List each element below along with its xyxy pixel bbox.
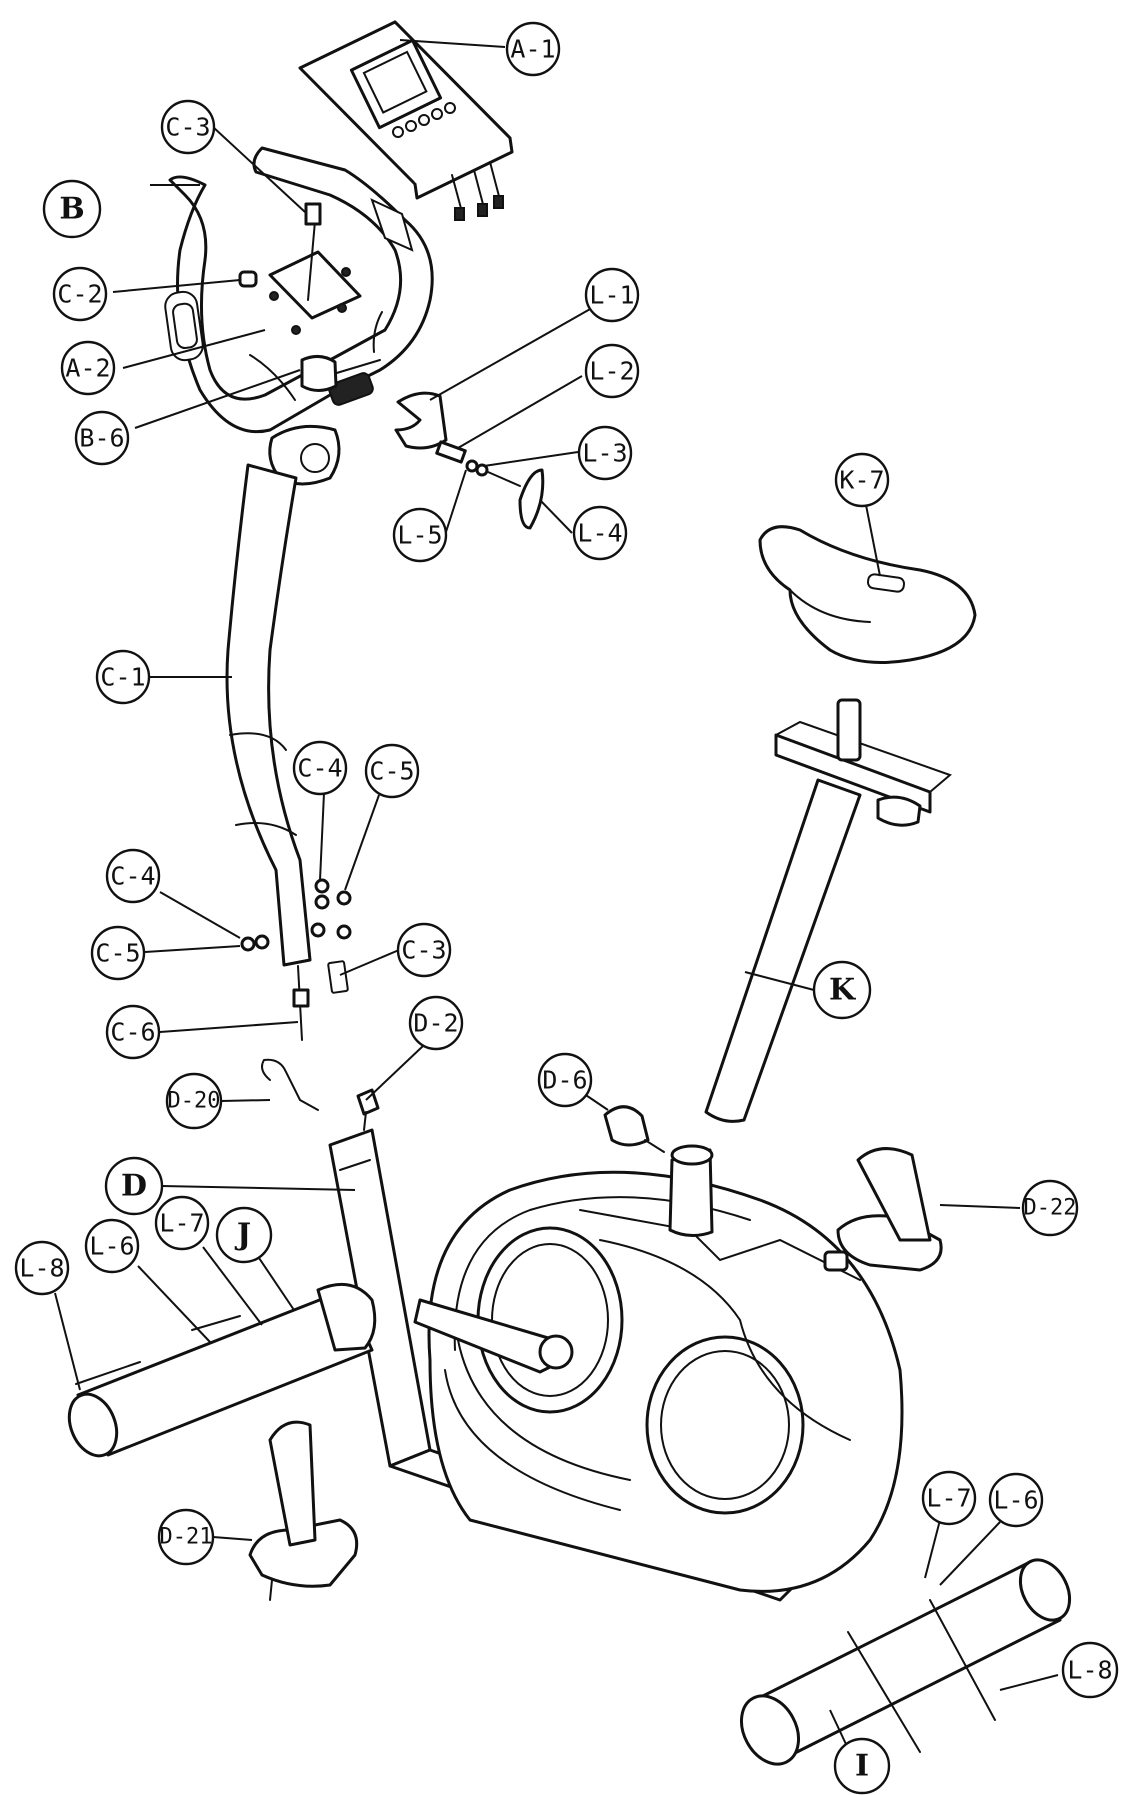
svg-text:D-20: D-20 <box>168 1089 221 1114</box>
callout-l8-right: L-8 <box>1061 1641 1119 1699</box>
svg-text:L-8: L-8 <box>19 1254 64 1283</box>
svg-text:L-7: L-7 <box>159 1209 204 1238</box>
callout-j: J <box>215 1206 273 1264</box>
callout-l3: L-3 <box>577 425 633 481</box>
svg-text:C-6: C-6 <box>110 1018 155 1047</box>
svg-text:C-1: C-1 <box>100 663 145 692</box>
callout-l5: L-5 <box>392 507 448 563</box>
callout-l6-right: L-6 <box>988 1472 1044 1528</box>
seat-tube <box>603 1105 714 1237</box>
svg-text:L-3: L-3 <box>582 439 627 468</box>
callout-c4-right: C-4 <box>292 740 348 796</box>
svg-text:C-5: C-5 <box>95 939 140 968</box>
callout-b6: B-6 <box>74 410 130 466</box>
svg-text:C-3: C-3 <box>165 113 210 142</box>
tension-knob-parts <box>394 391 545 530</box>
pedal-d22 <box>823 1147 943 1272</box>
svg-text:B: B <box>59 192 84 227</box>
callout-k: K <box>812 960 872 1020</box>
callout-c5-right: C-5 <box>364 743 420 799</box>
d20-d2-parts <box>261 1058 380 1131</box>
svg-text:L-6: L-6 <box>89 1232 134 1261</box>
svg-text:K-7: K-7 <box>839 466 884 495</box>
svg-text:C-3: C-3 <box>401 936 446 965</box>
svg-text:L-7: L-7 <box>926 1484 971 1513</box>
flywheel-housing <box>413 1170 904 1593</box>
callout-d22: D-22 <box>1021 1179 1079 1237</box>
svg-text:C-2: C-2 <box>57 280 102 309</box>
front-post-c1 <box>225 463 352 1041</box>
svg-text:L-5: L-5 <box>397 521 442 550</box>
callout-c1: C-1 <box>95 649 151 705</box>
callout-c5-left: C-5 <box>90 925 146 981</box>
svg-text:C-4: C-4 <box>110 862 155 891</box>
seat-post-k <box>704 698 952 1123</box>
svg-text:D-21: D-21 <box>160 1525 213 1550</box>
svg-text:K: K <box>829 973 856 1008</box>
callout-l4: L-4 <box>572 505 628 561</box>
callout-c4-left: C-4 <box>105 848 161 904</box>
svg-text:A-1: A-1 <box>510 35 555 64</box>
svg-text:B-6: B-6 <box>79 424 124 453</box>
callout-i: I <box>833 1737 891 1795</box>
svg-text:I: I <box>855 1749 869 1784</box>
svg-text:D-6: D-6 <box>542 1066 587 1095</box>
pedal-d21 <box>248 1420 359 1601</box>
callout-l8-left: L-8 <box>14 1240 70 1296</box>
callout-l6-left: L-6 <box>84 1218 140 1274</box>
callout-d20: D-20 <box>165 1072 223 1130</box>
callout-c2: C-2 <box>52 266 108 322</box>
callout-l7-left: L-7 <box>154 1195 210 1251</box>
svg-text:D-2: D-2 <box>413 1009 458 1038</box>
callout-a1: A-1 <box>505 21 561 77</box>
callout-b: B <box>42 179 102 239</box>
callout-d: D <box>104 1156 164 1216</box>
svg-text:L-6: L-6 <box>993 1486 1038 1515</box>
callout-l2: L-2 <box>584 343 640 399</box>
svg-text:D-22: D-22 <box>1024 1196 1077 1221</box>
svg-text:J: J <box>234 1218 251 1253</box>
svg-text:L-4: L-4 <box>577 519 622 548</box>
callout-l1: L-1 <box>584 267 640 323</box>
callout-d21: D-21 <box>157 1508 215 1566</box>
handlebar-b <box>164 146 434 486</box>
callout-d6: D-6 <box>537 1052 593 1108</box>
svg-text:L-8: L-8 <box>1067 1656 1112 1685</box>
svg-text:C-4: C-4 <box>297 754 342 783</box>
callout-c3-top: C-3 <box>160 99 216 155</box>
svg-text:D: D <box>121 1169 147 1204</box>
callout-c6: C-6 <box>105 1004 161 1060</box>
leader-lines <box>54 39 1059 1758</box>
svg-text:C-5: C-5 <box>369 757 414 786</box>
rear-stabilizer-i <box>739 1558 1072 1766</box>
svg-text:A-2: A-2 <box>65 354 110 383</box>
callout-d2: D-2 <box>408 995 464 1051</box>
callout-k7: K-7 <box>834 452 890 508</box>
svg-text:L-1: L-1 <box>589 281 634 310</box>
callout-l7-right: L-7 <box>921 1470 977 1526</box>
front-stabilizer-j <box>67 1282 377 1458</box>
saddle-k7 <box>758 525 977 664</box>
callout-c3-bottom: C-3 <box>396 922 452 978</box>
callout-a2: A-2 <box>60 340 116 396</box>
console-a1 <box>298 20 514 221</box>
svg-text:L-2: L-2 <box>589 357 634 386</box>
sensor-plate <box>238 202 383 401</box>
